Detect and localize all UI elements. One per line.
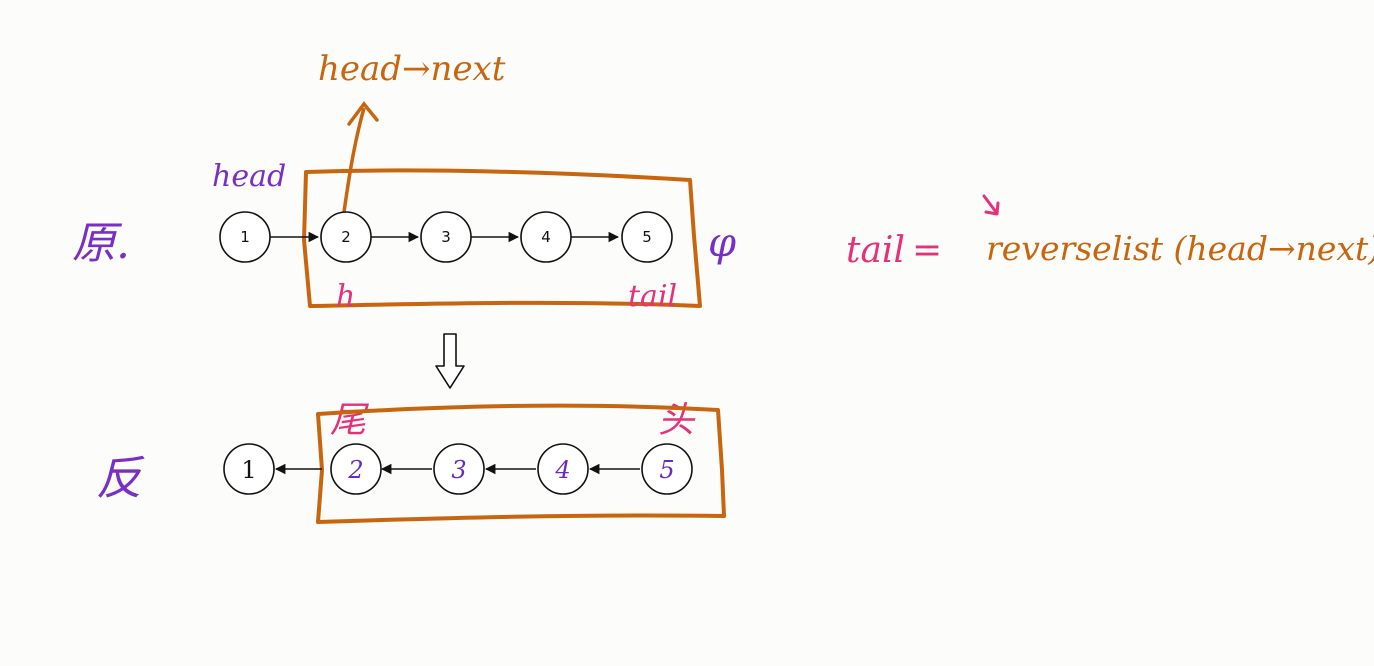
original-node-1: 1	[219, 211, 271, 263]
sublist-box-original	[302, 168, 702, 308]
reversed-node-1: 1	[223, 443, 275, 495]
reversed-node-3: 3	[433, 443, 485, 495]
original-node-2: 2	[320, 211, 372, 263]
reversed-row-label: 反	[96, 451, 145, 505]
node-value: 1	[240, 228, 250, 246]
node-value: 2	[347, 456, 363, 484]
reversed-node-4: 4	[537, 443, 589, 495]
equation-rhs: reverselist (head→next)	[986, 229, 1374, 268]
equation-equals: =	[912, 230, 942, 271]
tail-mark: 尾	[330, 400, 369, 441]
head-next-arrowhead	[347, 101, 379, 126]
head-next-arrow	[342, 107, 366, 213]
node-value: 3	[451, 456, 466, 484]
original-node-5: 5	[621, 211, 673, 263]
tail-label: tail	[628, 279, 677, 314]
node-value: 5	[659, 456, 674, 484]
reversed-node-2: 2	[330, 443, 382, 495]
original-node-4: 4	[520, 211, 572, 263]
node-value: 5	[642, 228, 652, 246]
node-value: 4	[541, 228, 551, 246]
reversed-node-5: 5	[641, 443, 693, 495]
head-label: head	[212, 159, 286, 194]
head-next-label: head→next	[318, 49, 506, 89]
equation-lhs: tail	[846, 230, 905, 271]
null-symbol: φ	[708, 220, 736, 266]
node-value: 4	[554, 456, 570, 484]
transform-down-arrow	[435, 333, 465, 389]
pointer-arrowhead	[984, 201, 1000, 216]
node-value: 1	[241, 456, 256, 484]
pointer-arrow	[982, 194, 998, 214]
original-row-label: 原.	[72, 218, 130, 269]
node-value: 2	[341, 228, 351, 246]
sublist-box-reversed	[316, 403, 726, 524]
h-label: h	[336, 279, 355, 314]
node-value: 3	[441, 228, 451, 246]
original-node-3: 3	[420, 211, 472, 263]
